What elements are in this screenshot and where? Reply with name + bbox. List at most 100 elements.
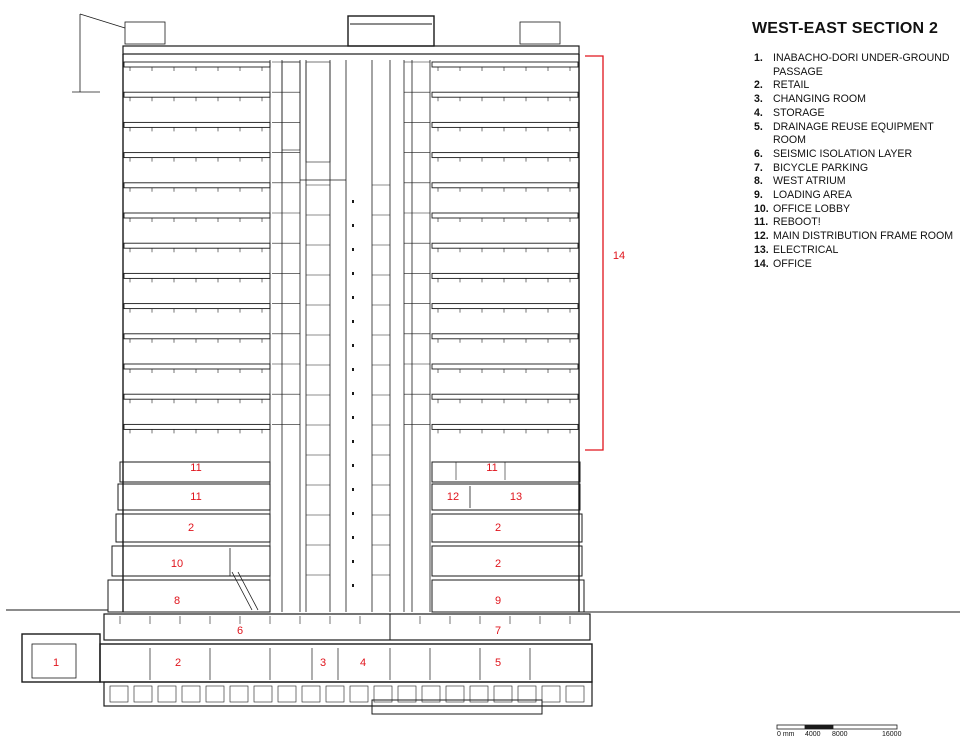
area-number-label: 2 (175, 657, 181, 669)
floor-slab (123, 152, 271, 159)
area-number-label: 12 (447, 491, 459, 503)
floor-slab (123, 393, 271, 400)
floor-slab (431, 242, 579, 249)
scale-label: 0 mm (777, 731, 795, 738)
legend-item: 9.LOADING AREA (754, 189, 852, 202)
shaft-marker (352, 560, 354, 563)
pit-cell (421, 685, 441, 703)
shaft-marker (352, 536, 354, 539)
pit-cell (349, 685, 369, 703)
podium-floor-retail-east (431, 513, 583, 543)
pit-cell (373, 685, 393, 703)
pit-cell (205, 685, 225, 703)
underground-passage (21, 633, 101, 683)
area-number-label: 2 (188, 522, 194, 534)
section-title: WEST-EAST SECTION 2 (752, 20, 939, 37)
pit-cell (157, 685, 177, 703)
floor-slab (431, 272, 579, 279)
pit-cell (469, 685, 489, 703)
pit-cell (397, 685, 417, 703)
floor-slab (431, 393, 579, 400)
pit-cell (253, 685, 273, 703)
podium-floor-lobby (111, 545, 271, 577)
floor-slab (431, 121, 579, 128)
underground-passage-inner (31, 643, 77, 679)
shaft-marker (352, 320, 354, 323)
floor-slab (123, 272, 271, 279)
shaft-marker (352, 224, 354, 227)
area-number-label: 2 (495, 522, 501, 534)
area-number-label: 2 (495, 558, 501, 570)
shaft-marker (352, 488, 354, 491)
area-number-label: 1 (53, 657, 59, 669)
floor-slab (123, 182, 271, 189)
pit-cell (277, 685, 297, 703)
floor-slab (431, 363, 579, 370)
shaft-marker (352, 344, 354, 347)
floor-slab (431, 333, 579, 340)
shaft-marker (352, 296, 354, 299)
area-number-label: 3 (320, 657, 326, 669)
pit-cell (301, 685, 321, 703)
legend-item: 11.REBOOT! (754, 216, 821, 229)
shaft-marker (352, 512, 354, 515)
legend-item: 7.BICYCLE PARKING (754, 161, 869, 174)
area-number-label: 14 (613, 250, 625, 262)
basement-level (99, 643, 593, 683)
floor-slab (431, 212, 579, 219)
shaft-marker (352, 368, 354, 371)
area-number-label: 7 (495, 625, 501, 637)
pit-cell (493, 685, 513, 703)
area-number-label: 5 (495, 657, 501, 669)
foundation-pit (103, 681, 593, 707)
legend-item: 13.ELECTRICAL (754, 243, 839, 256)
area-number-label: 11 (190, 462, 201, 474)
shaft-marker (352, 272, 354, 275)
area-number-label: 10 (171, 558, 183, 570)
floor-slab (123, 363, 271, 370)
area-number-label: 4 (360, 657, 366, 669)
floor-slab (123, 303, 271, 310)
roof-slab (122, 45, 580, 55)
floor-slab (431, 423, 579, 430)
legend-item: 14.OFFICE (754, 257, 812, 270)
shaft-marker (352, 392, 354, 395)
scale-label: 8000 (832, 731, 848, 738)
legend-item: 2.RETAIL (754, 79, 810, 92)
shaft-marker (352, 200, 354, 203)
podium-floor-reboot-west-2 (117, 483, 271, 511)
legend-item: 10.OFFICE LOBBY (754, 202, 851, 215)
legend-list: 1.INABACHO-DORI UNDER-GROUND PASSAGE 2.R… (754, 52, 960, 271)
scale-label: 16000 (882, 731, 902, 738)
area-number-label: 8 (174, 595, 180, 607)
floor-slab (431, 152, 579, 159)
shaft-marker (352, 440, 354, 443)
rooftop-penthouse (347, 15, 435, 47)
shaft-marker (352, 584, 354, 587)
floor-slab (123, 121, 271, 128)
legend-item: 4.STORAGE (754, 106, 825, 119)
pit-cell (565, 685, 585, 703)
scale-label: 4000 (805, 731, 821, 738)
pit-cell (181, 685, 201, 703)
floor-slab (123, 61, 271, 68)
scale-bar (776, 724, 898, 730)
pit-cell (229, 685, 249, 703)
rooftop-equipment-right (519, 21, 561, 45)
shaft-marker (352, 416, 354, 419)
floor-slab (123, 242, 271, 249)
legend-item: 12.MAIN DISTRIBUTION FRAME ROOM (754, 230, 954, 243)
podium-floor-reboot-east (431, 461, 581, 483)
pit-cell (325, 685, 345, 703)
legend-item: 6.SEISMIC ISOLATION LAYER (754, 147, 913, 160)
podium-floor-retail-east-2 (431, 545, 583, 577)
pit-cell (445, 685, 465, 703)
pit-cell (109, 685, 129, 703)
legend-item: 5.DRAINAGE REUSE EQUIPMENT ROOM (754, 120, 934, 147)
scale-bar-fill (805, 725, 833, 729)
floor-slab (123, 423, 271, 430)
legend-item: 8.WEST ATRIUM (754, 175, 846, 188)
area-number-label: 13 (510, 491, 522, 503)
floor-slab (431, 303, 579, 310)
